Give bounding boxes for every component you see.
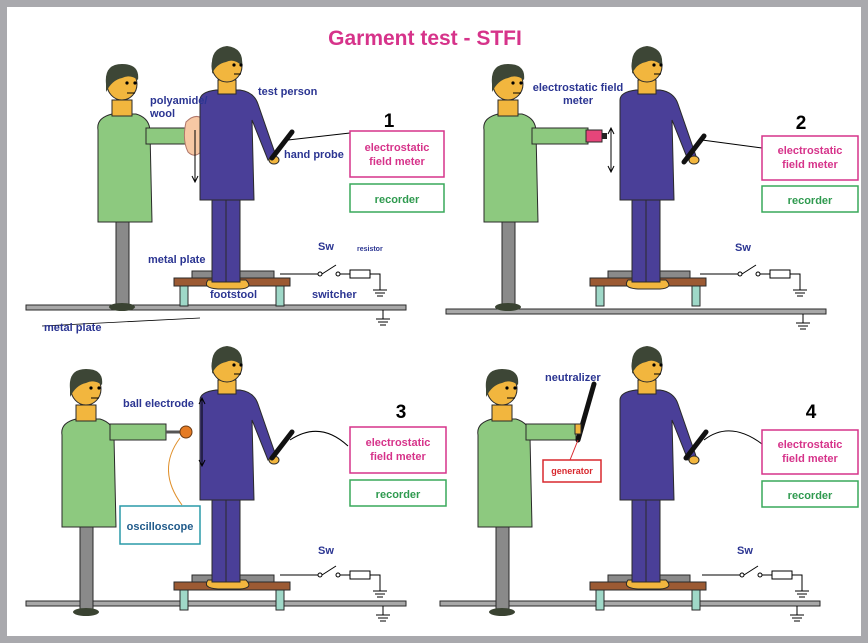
field-meter-box (761, 135, 859, 181)
label-metal-plate-floor: metal plate (44, 322, 101, 334)
label-resistor: resistor (357, 246, 383, 253)
label-polyamide-wool: polyamide/wool (149, 95, 207, 120)
label-test-person: test person (258, 86, 318, 98)
generator-box (542, 459, 602, 483)
panel-1: 1 polyamide/wool test person hand probe … (25, 45, 445, 334)
label-ball-electrode: ball electrode (123, 398, 194, 410)
panel-3: 3 ball electrode Sw oscilloscope electro… (25, 345, 447, 622)
recorder-label: recorder (788, 195, 833, 207)
oscilloscope-label: oscilloscope (127, 521, 194, 533)
oscilloscope-box (119, 505, 201, 545)
recorder-box (761, 480, 859, 508)
label-sw: Sw (318, 241, 334, 253)
panel-number: 1 (384, 111, 395, 132)
panel-4: 4 neutralizer Sw generator electrostatic… (439, 345, 859, 622)
recorder-label: recorder (788, 490, 833, 502)
page-title: Garment test - STFI (328, 27, 522, 50)
ball-electrode (179, 425, 193, 439)
generator-label: generator (551, 466, 593, 476)
label-sw: Sw (318, 545, 334, 557)
panel-number: 4 (806, 402, 817, 423)
panel-number: 2 (796, 113, 807, 134)
recorder-box (349, 479, 447, 507)
label-sw: Sw (735, 242, 751, 254)
recorder-label: recorder (375, 194, 420, 206)
label-sw: Sw (737, 545, 753, 557)
label-hand-probe: hand probe (284, 149, 344, 161)
panel-number: 3 (396, 402, 407, 423)
recorder-box (761, 185, 859, 213)
field-meter-probe (585, 129, 603, 143)
recorder-label: recorder (376, 489, 421, 501)
recorder-box (349, 183, 445, 213)
label-switcher: switcher (312, 289, 357, 301)
label-metal-plate: metal plate (148, 254, 205, 266)
field-meter-box (349, 426, 447, 474)
field-meter-box (761, 429, 859, 475)
label-neutralizer: neutralizer (545, 372, 601, 384)
field-meter-box (349, 130, 445, 178)
label-footstool: footstool (210, 289, 257, 301)
